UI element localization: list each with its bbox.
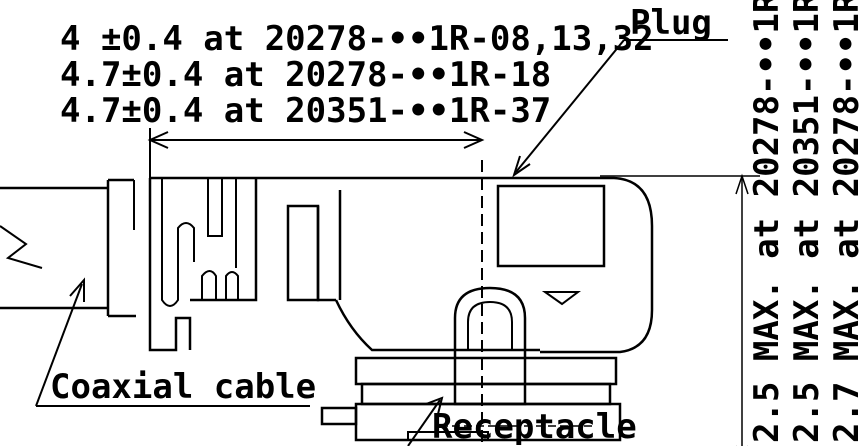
height-spec-line-2: 2.5 MAX. at 20351-••1R-37 [787,0,827,443]
plug-label: Plug [630,3,712,43]
coaxial-cable-leader-line [35,277,310,407]
receptacle-label: Receptacle [432,407,637,446]
coaxial-cable-label: Coaxial cable [50,367,316,407]
height-spec-line-3: 2.7 MAX. at 20278-••1R-18 [827,0,867,443]
width-dimension-line-3: 4.7±0.4 at 20351-••1R-37 [60,91,551,131]
height-spec-line-1: 2.5 MAX. at 20278-••1R-08, [747,0,787,443]
width-dimension-line-1: 4 ±0.4 at 20278-••1R-08,13,32 [60,19,654,59]
coaxial-cable [0,178,136,318]
width-dimension-line-2: 4.7±0.4 at 20278-••1R-18 [60,55,551,95]
receptacle-leader-line [407,396,444,446]
receptacle-body [320,286,622,442]
plug-body [148,176,654,354]
height-dimension-arrow [600,173,760,446]
width-dimension-arrow [147,128,485,180]
plug-leader-line [512,39,728,178]
